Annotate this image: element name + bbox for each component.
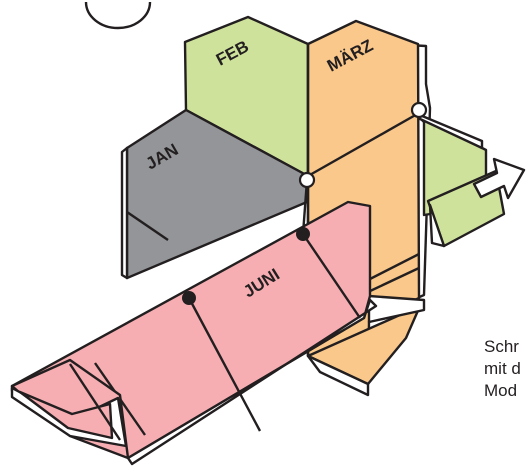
maerz-crease-2 [367, 252, 420, 282]
maerz-crease-1 [307, 111, 420, 178]
jan-edge [120, 146, 129, 280]
juni-pocket-inner [18, 390, 114, 440]
connector-line [301, 179, 309, 235]
circle-top-left-icon [84, 1, 152, 30]
hinge-open-2 [298, 171, 316, 189]
green-flap-fold [428, 203, 446, 248]
juni-pocket-line [68, 363, 122, 441]
arrow-right-icon [472, 157, 526, 200]
caption-line-3: Mod [484, 381, 518, 400]
maerz-crease-3 [367, 266, 420, 294]
juni-under-edge [126, 298, 378, 466]
juni-crease-1 [187, 297, 262, 432]
hinge-open-1 [410, 101, 428, 119]
juni-crease-3 [302, 233, 361, 319]
hinge-filled-2 [182, 291, 196, 305]
caption-line-1: Schr [484, 337, 519, 356]
caption-line-2: mit d [484, 359, 521, 378]
jan-fold-line [126, 211, 169, 241]
caption-text: Schr mit d Mod [484, 336, 526, 402]
hinge-filled-1 [296, 227, 310, 241]
maerz-foot-edge [306, 354, 370, 397]
